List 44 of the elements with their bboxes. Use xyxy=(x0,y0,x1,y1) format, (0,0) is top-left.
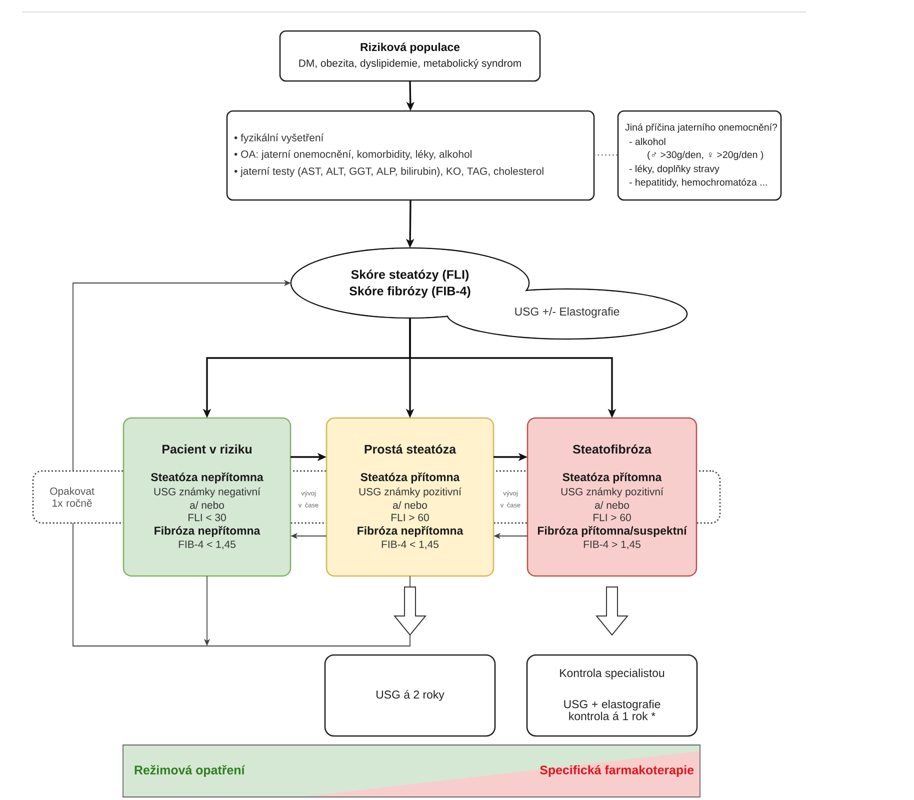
criterion-text: FIB-4 > 1,45 xyxy=(584,540,640,550)
note-text: - alkohol xyxy=(629,138,666,146)
band-label: Režimová opatření xyxy=(134,765,246,777)
criterion-text: FLI < 30 xyxy=(188,514,226,522)
band-label: Specifická farmakoterapie xyxy=(540,765,694,777)
criterion-text: Steatóza přítomna xyxy=(360,472,460,484)
criterion-text: Steatóza nepřítomna xyxy=(151,472,264,484)
box-text: USG + elastografie kontrola á 1 rok * xyxy=(564,700,660,720)
hollow-arrow xyxy=(595,586,629,636)
score-text: Skóre steatózy (FLI) xyxy=(351,270,469,282)
score-text: Skóre fibrózy (FIB-4) xyxy=(349,286,470,298)
criterion-text: Fibróza nepřítomna xyxy=(358,526,464,537)
box-text: USG á 2 roky xyxy=(376,690,444,701)
criterion-text: FLI > 60 xyxy=(594,514,631,522)
criterion-text: USG známky negativní xyxy=(154,488,260,498)
box-heading: Steatofibróza xyxy=(572,444,652,454)
bullet-text: • jaterní testy (AST, ALT, GGT, ALP, bilirubin), KO, TAG, cholesterol xyxy=(234,167,544,177)
criterion-text: a/ nebo xyxy=(595,501,629,509)
bullet-text: • OA: jaterní onemocnění, komorbidity, léky, alkohol xyxy=(234,150,472,160)
note-heading: Jiná příčina jaterního onemocnění? xyxy=(625,123,778,133)
hollow-arrow xyxy=(393,586,427,636)
note-text: - hepatitidy, hemochromatóza ... xyxy=(629,178,767,188)
criterion-text: Steatóza přítomna xyxy=(562,472,662,484)
criterion-text: USG známky pozitivní xyxy=(359,488,462,498)
note-text: (♂ >30g/den, ♀ >20g/den ) xyxy=(648,150,764,160)
bullet-text: • fyzikální vyšetření xyxy=(234,134,324,144)
box-text: Kontrola specialistou xyxy=(560,668,664,680)
criterion-text: USG známky pozitivní xyxy=(561,488,664,498)
connector-line xyxy=(72,522,410,646)
criterion-text: a/ nebo xyxy=(393,501,427,509)
criterion-text: FIB-4 < 1,45 xyxy=(178,540,236,550)
box-heading: Riziková populace xyxy=(360,42,460,54)
box-text: DM, obezita, dyslipidemie, metabolický syndrom xyxy=(299,59,521,69)
criterion-text: FLI > 60 xyxy=(392,514,429,522)
criterion-text: Fibróza přítomna/suspektní xyxy=(538,526,688,537)
dotted-line xyxy=(594,154,618,156)
box-text: USG +/- Elastografie xyxy=(515,307,620,318)
note-text: - léky, doplňky stravy xyxy=(629,164,720,174)
criterion-text: a/ nebo xyxy=(190,501,224,509)
box-heading: Pacient v riziku xyxy=(162,444,252,454)
criterion-text: FIB-4 < 1,45 xyxy=(382,540,438,550)
criterion-text: Fibróza nepřítomna xyxy=(154,526,260,537)
band-label: Opakovat 1x ročně xyxy=(50,487,94,507)
box-heading: Prostá steatóza xyxy=(364,444,456,454)
